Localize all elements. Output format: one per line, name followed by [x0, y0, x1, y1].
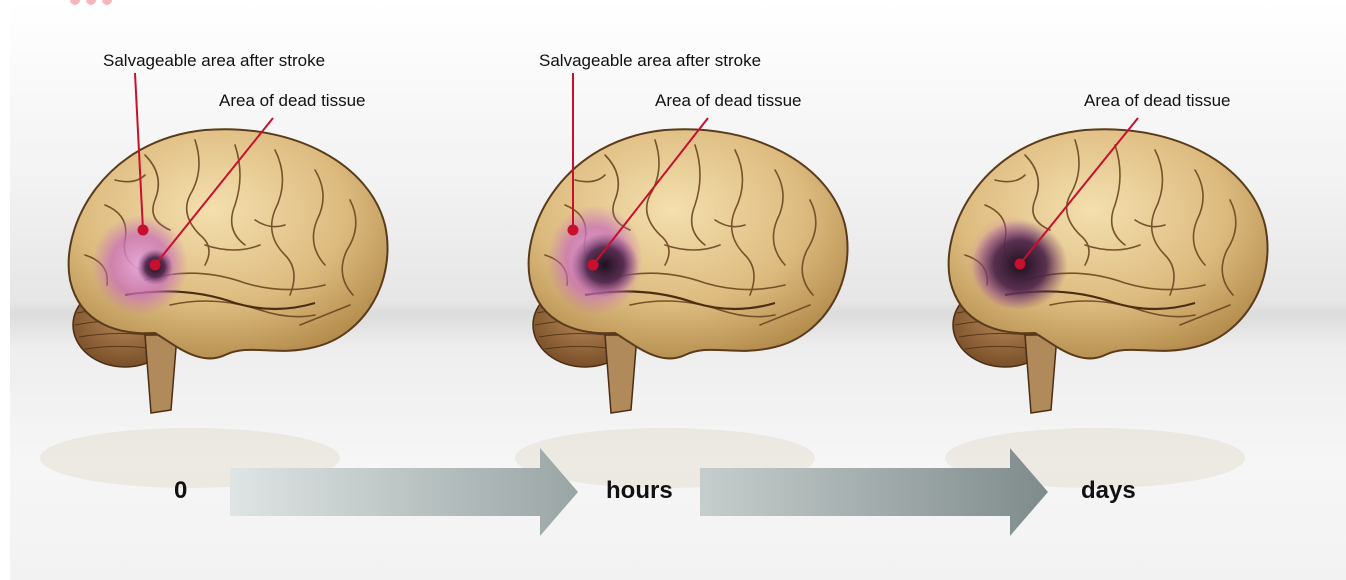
brain-0 [69, 129, 388, 413]
stage-label-hours: hours [606, 477, 673, 505]
leader-dot-dead-0 [151, 261, 160, 270]
dead-tissue-label-hours: Area of dead tissue [655, 91, 801, 111]
salvageable-label-0: Salvageable area after stroke [103, 51, 325, 71]
leader-dot-salvageable-0 [139, 226, 148, 235]
dead-tissue-hours [571, 233, 639, 297]
leader-dot-dead-days [1016, 260, 1025, 269]
brain-days [949, 129, 1268, 413]
stage-label-days: days [1081, 477, 1136, 505]
dead-tissue-label-days: Area of dead tissue [1084, 91, 1230, 111]
diagram-canvas [10, 0, 1346, 580]
salvageable-label-hours: Salvageable area after stroke [539, 51, 761, 71]
leader-dot-dead-hours [589, 261, 598, 270]
leader-dot-salvageable-hours [569, 226, 578, 235]
diagram-stage: Salvageable area after stroke Area of de… [10, 0, 1346, 580]
dead-tissue-label-0: Area of dead tissue [219, 91, 365, 111]
brain-hours [529, 129, 848, 413]
stage-label-0: 0 [174, 477, 187, 505]
